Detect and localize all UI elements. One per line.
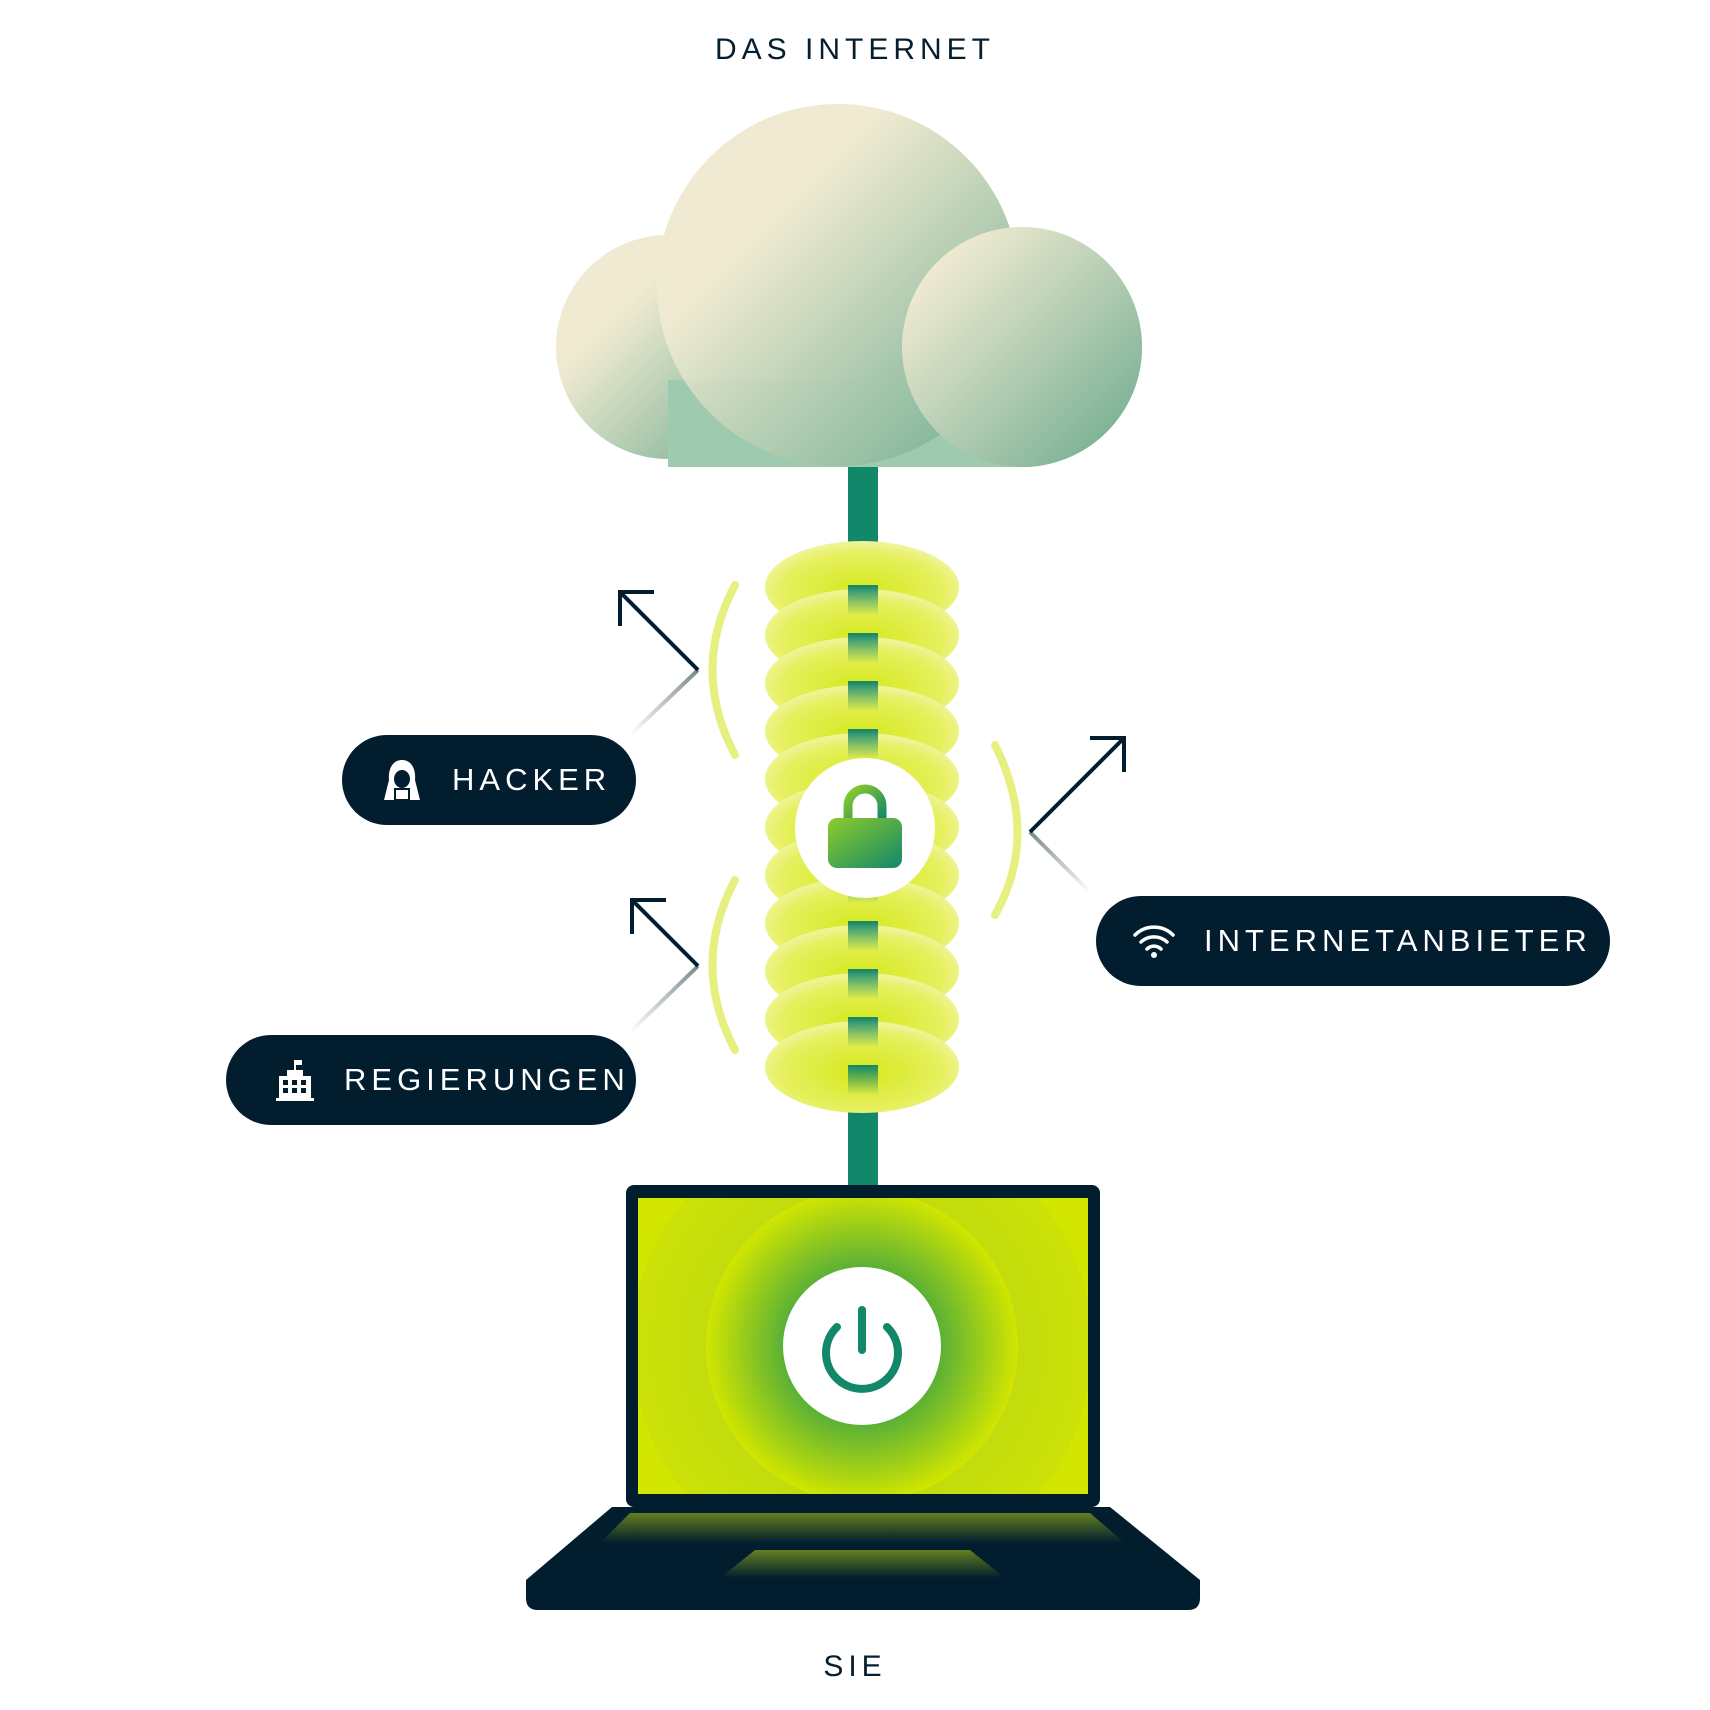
- hacker-icon: [380, 758, 424, 802]
- tunnel-wire-segment: [848, 1017, 878, 1047]
- government-pill: REGIERUNGEN: [226, 1035, 636, 1125]
- hacker-label: HACKER: [452, 762, 611, 798]
- deflect-arrow-isp: [1030, 738, 1124, 892]
- hacker-pill: HACKER: [342, 735, 636, 825]
- tunnel-wire-segment: [848, 681, 878, 711]
- deflect-arrow-hacker: [620, 592, 698, 735]
- isp-label: INTERNETANBIETER: [1204, 923, 1592, 959]
- isp-pill: INTERNETANBIETER: [1096, 896, 1610, 986]
- tunnel-wire-segment: [848, 729, 878, 759]
- tunnel-wire-segment: [848, 585, 878, 615]
- tunnel-wire-segment: [848, 921, 878, 951]
- tunnel-wire-segment: [848, 633, 878, 663]
- deflect-arrow-government: [630, 900, 698, 1032]
- cloud-icon: [556, 104, 1142, 467]
- lock-icon: [795, 758, 935, 898]
- power-icon: [783, 1267, 941, 1425]
- you-label: SIE: [0, 1650, 1710, 1684]
- wifi-icon: [1132, 919, 1176, 963]
- tunnel-wire-segment: [848, 1065, 878, 1095]
- government-building-icon: [272, 1058, 316, 1102]
- tunnel-wire-segment: [848, 969, 878, 999]
- government-label: REGIERUNGEN: [344, 1062, 630, 1098]
